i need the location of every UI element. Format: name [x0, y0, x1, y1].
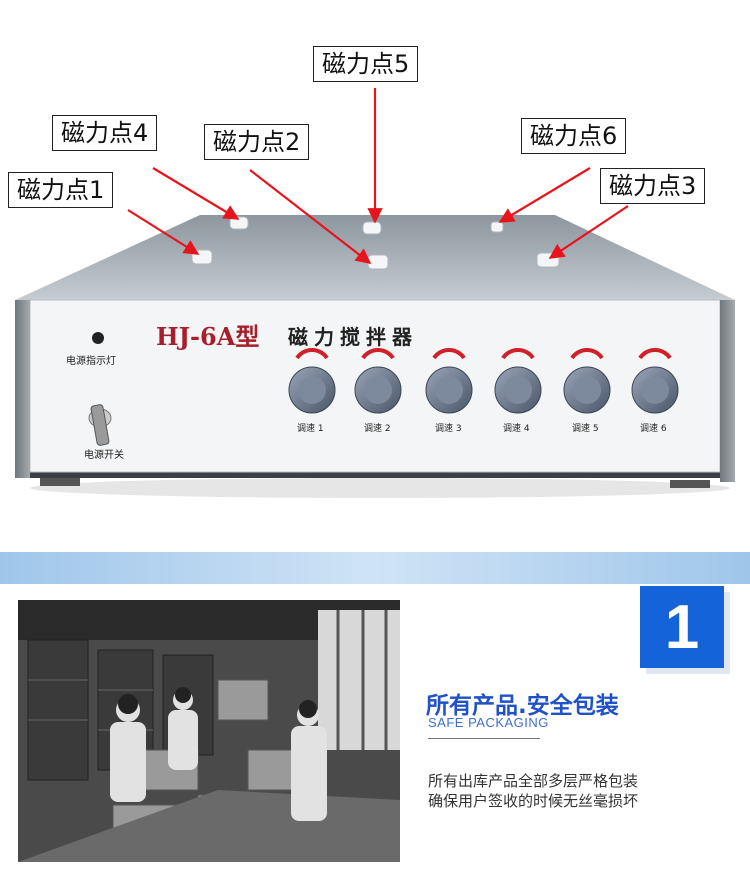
model-label: HJ-6A型: [156, 322, 260, 351]
product-photo: HJ-6A型 磁力搅拌器 电源指示灯 电源开关 调速 1 调速 2 调速 3 调…: [8, 46, 735, 498]
callout-point-4: 磁力点4: [52, 115, 158, 151]
packing-workers-image: [18, 600, 400, 862]
callout-point-3: 磁力点3: [600, 168, 706, 204]
power-indicator-light: [92, 332, 104, 344]
knob-label-2: 调速 2: [364, 424, 391, 434]
knob-label-4: 调速 4: [503, 424, 530, 434]
callout-point-6: 磁力点6: [521, 118, 627, 154]
description-line-1: 所有出库产品全部多层严格包装: [428, 772, 639, 790]
section-number-badge: 1: [640, 586, 724, 668]
power-indicator-label: 电源指示灯: [66, 356, 116, 367]
title-underline: [428, 738, 540, 739]
device-name: 磁力搅拌器: [288, 325, 418, 349]
knob-label-5: 调速 5: [572, 424, 599, 434]
callout-arrows: [127, 88, 629, 264]
section-title: 所有产品.安全包装: [426, 693, 619, 719]
description-line-2: 确保用户签收的时候无丝毫损坏: [428, 792, 639, 810]
callout-point-1: 磁力点1: [8, 172, 114, 208]
speed-knobs[interactable]: [288, 348, 679, 414]
knob-label-6: 调速 6: [640, 424, 667, 434]
section-subtitle: SAFE PACKAGING: [428, 715, 549, 730]
knob-label-1: 调速 1: [297, 424, 324, 434]
callout-point-2: 磁力点2: [204, 124, 310, 160]
power-switch-label: 电源开关: [84, 450, 124, 461]
divider-band: [0, 552, 750, 584]
warehouse-photo: [18, 600, 400, 862]
power-toggle-switch[interactable]: [88, 404, 112, 446]
knob-label-3: 调速 3: [435, 424, 462, 434]
stirrer-illustration: [15, 88, 735, 498]
callout-point-5: 磁力点5: [313, 46, 419, 82]
